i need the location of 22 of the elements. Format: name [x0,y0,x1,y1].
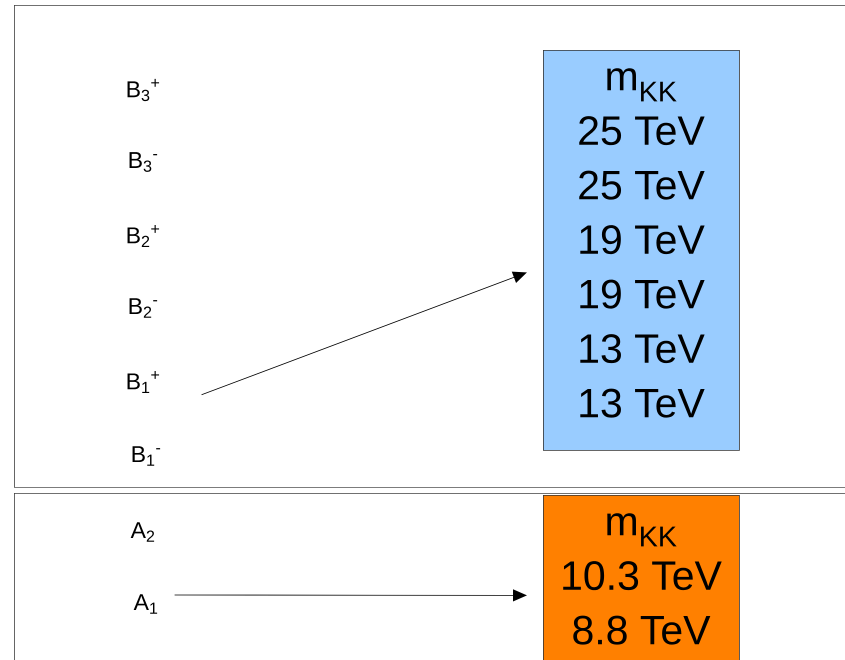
state-label: B$_{1}$- [132,446,160,466]
node-label: 10.3 TeV [563,561,722,590]
state-label: B$_{2}$- [130,298,158,318]
state-label: B$_{3}$- [130,152,158,172]
state-label: B$_{1}$+ [128,370,160,394]
mass-table-box [543,495,740,660]
node-label: 19 TeV [580,280,705,309]
state-label: A$_{1}$ [134,594,158,614]
node-label: m$_{KK}$ [607,68,677,102]
node-label: 8.8 TeV [573,616,710,645]
state-label: B$_{2}$+ [128,224,160,248]
panel-frame [14,5,845,488]
node-label: 13 TeV [580,334,705,364]
mass-table-box [543,50,740,451]
node-label: 19 TeV [580,225,705,254]
node-label: 25 TeV [579,170,705,200]
state-label: B$_{3}$+ [128,78,160,102]
node-label: 13 TeV [580,388,705,418]
node-label: m$_{KK}$ [607,513,677,546]
panel-frame [14,493,845,660]
state-label: A$_{2}$ [130,522,154,542]
node-label: 25 TeV [579,116,705,146]
